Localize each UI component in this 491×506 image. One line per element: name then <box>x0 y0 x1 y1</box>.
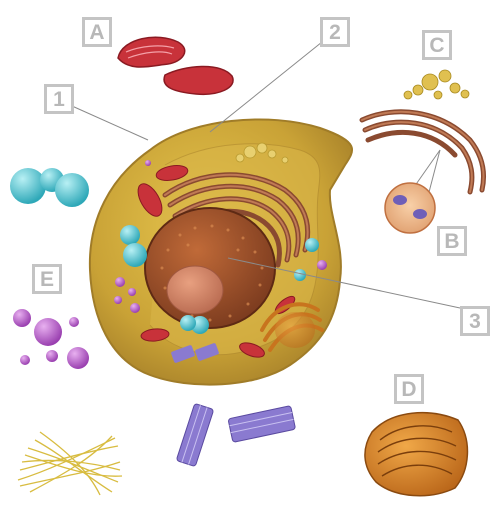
organelle-c-rough-er <box>362 70 484 192</box>
nucleus <box>145 208 275 328</box>
organelle-cytoskeleton <box>18 432 122 495</box>
organelle-centrioles <box>176 403 295 466</box>
label-a: A <box>82 17 112 47</box>
label-e: E <box>32 264 62 294</box>
organelle-d-golgi <box>365 413 468 496</box>
animal-cell <box>90 119 352 384</box>
organelle-a-mitochondria <box>118 37 233 94</box>
label-b: B <box>437 226 467 256</box>
organelle-e-lysosomes <box>13 309 89 369</box>
label-2: 2 <box>320 17 350 47</box>
label-3: 3 <box>460 306 490 336</box>
label-c: C <box>422 30 452 60</box>
organelle-vacuole-cluster <box>10 168 89 207</box>
organelle-b-ribosome <box>385 183 435 233</box>
nucleolus <box>167 266 223 314</box>
label-1: 1 <box>44 84 74 114</box>
label-d: D <box>394 374 424 404</box>
